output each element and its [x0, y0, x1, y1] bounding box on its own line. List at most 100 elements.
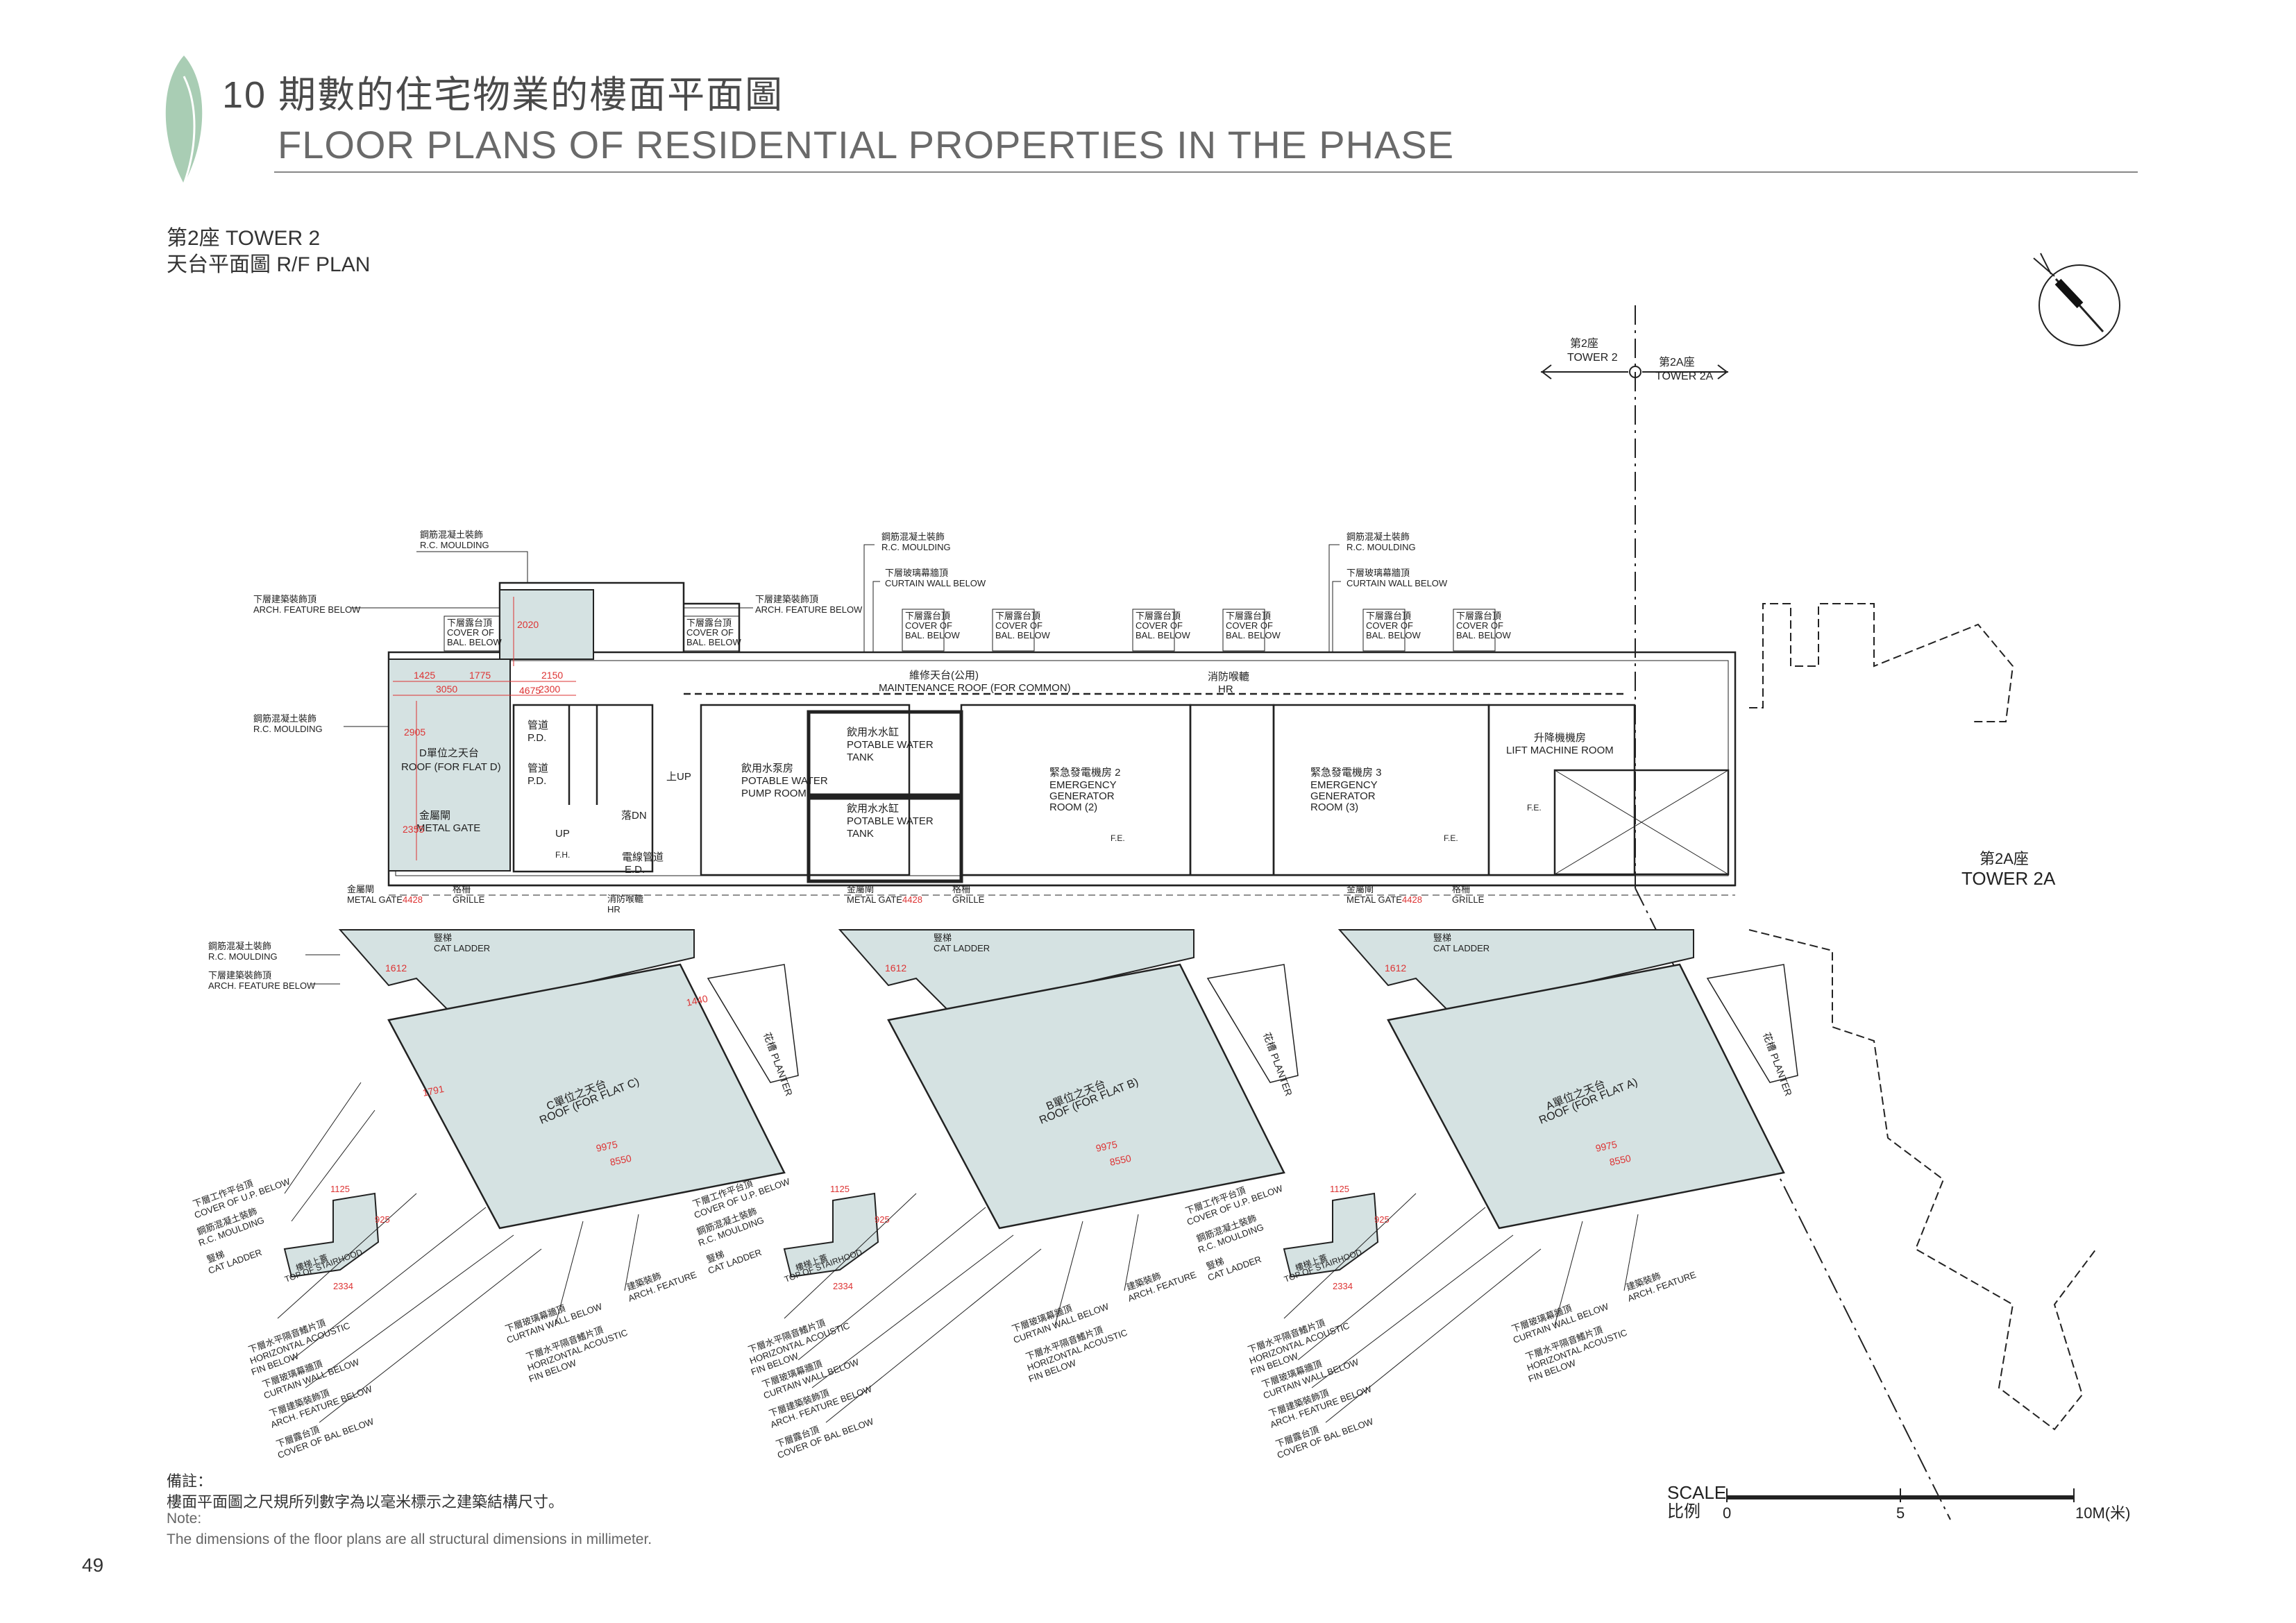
gate-b-en: METAL GATE	[847, 894, 902, 905]
tank1-en2: TANK	[847, 751, 874, 763]
up-label-2: UP	[555, 828, 570, 840]
gen2-en1: EMERGENCY	[1049, 779, 1117, 791]
planter-c: 花槽 PLANTER	[761, 1031, 795, 1098]
arch-top-mid-en: ARCH. FEATURE BELOW	[755, 604, 863, 615]
fh-label: F.H.	[555, 850, 570, 860]
dim-b-925: 925	[875, 1214, 890, 1225]
lift-room-en: LIFT MACHINE ROOM	[1506, 745, 1614, 756]
stairhood-a: 樓梯上蓋 TOP OF STAIRHOOD 1125 925 2334	[1283, 1184, 1389, 1291]
dim-b-1612: 1612	[885, 962, 906, 974]
grille-b-cn: 格柵	[952, 884, 970, 894]
rc-top-right-en: R.C. MOULDING	[1347, 542, 1416, 552]
svg-text:COVER OF: COVER OF	[995, 620, 1043, 631]
top-callouts: 鋼筋混凝土裝飾 R.C. MOULDING 鋼筋混凝土裝飾 R.C. MOULD…	[253, 529, 1448, 734]
scale-label-en: SCALE	[1667, 1482, 1726, 1503]
dim-2150: 2150	[541, 670, 563, 681]
core-building	[387, 581, 1737, 896]
tank1-cn: 飲用水水缸	[847, 726, 899, 738]
cat-a-cn: 豎梯	[1433, 933, 1451, 943]
gate-a-cn: 金屬閘	[1347, 884, 1374, 894]
bal-cover-7: 下層露台頂 COVER OF BAL. BELOW	[1362, 609, 1421, 652]
pump-room-en2: PUMP ROOM	[741, 788, 807, 799]
scale-tick-0: 0	[1723, 1504, 1731, 1522]
gate-b-cn: 金屬閘	[847, 884, 874, 894]
svg-text:COVER OF: COVER OF	[686, 627, 734, 638]
roof-d-cn: D單位之天台	[419, 747, 479, 759]
metal-gate-d-cn: 金屬閘	[419, 810, 450, 822]
grille-a-cn: 格柵	[1452, 884, 1470, 894]
notes-title-en: Note:	[167, 1511, 202, 1527]
svg-text:下層露台頂: 下層露台頂	[447, 618, 492, 628]
section-right-cn: 第2A座	[1659, 356, 1695, 368]
dim-b-1125: 1125	[830, 1184, 850, 1194]
svg-text:下層露台頂: 下層露台頂	[1456, 611, 1501, 621]
gen3-en3: ROOM (3)	[1310, 801, 1358, 813]
cat-c-cn: 豎梯	[434, 933, 452, 943]
planter-a: 花槽 PLANTER	[1761, 1031, 1794, 1098]
dim-c-9975: 9975	[595, 1139, 618, 1154]
unit-roof-c: C單位之天台 ROOF (FOR FLAT C) 花槽 PLANTER 9975…	[338, 929, 799, 1230]
ed-en: E.D.	[625, 864, 645, 876]
hr-top-cn: 消防喉轆	[1208, 671, 1249, 683]
pd1-cn: 管道	[527, 720, 548, 731]
svg-text:下層露台頂: 下層露台頂	[686, 618, 732, 628]
rc-lower-left-en: R.C. MOULDING	[208, 951, 278, 962]
bal-cover-8: 下層露台頂 COVER OF BAL. BELOW	[1453, 609, 1511, 652]
gen2-en3: ROOM (2)	[1049, 801, 1097, 813]
north-arrow-icon	[2033, 253, 2120, 346]
svg-text:BAL. BELOW: BAL. BELOW	[905, 630, 960, 640]
cat-a-en: CAT LADDER	[1433, 943, 1489, 953]
cw-top-right-en: CURTAIN WALL BELOW	[1347, 578, 1448, 588]
title-divider	[274, 171, 2138, 173]
svg-text:COVER OF: COVER OF	[1456, 620, 1503, 631]
arch-lower-left-en: ARCH. FEATURE BELOW	[208, 980, 316, 991]
gen2-cn: 緊急發電機房 2	[1049, 767, 1121, 779]
tank2-en1: POTABLE WATER	[847, 815, 934, 827]
rc-lower-left-cn: 鋼筋混凝土裝飾	[208, 941, 271, 951]
pump-room-en1: POTABLE WATER	[741, 775, 828, 787]
gen3-cn: 緊急發電機房 3	[1310, 767, 1382, 779]
fe-lift: F.E.	[1527, 803, 1542, 813]
dim-a-9975: 9975	[1594, 1139, 1618, 1154]
arch-top-mid-cn: 下層建築裝飾頂	[755, 594, 818, 604]
gen2-en2: GENERATOR	[1049, 790, 1115, 802]
svg-text:BAL. BELOW: BAL. BELOW	[686, 637, 741, 647]
dim-c-2334: 2334	[333, 1281, 353, 1291]
dim-2355: 2355	[403, 824, 424, 835]
pd2-en: P.D.	[527, 775, 546, 787]
rc-top-left-en: R.C. MOULDING	[420, 540, 489, 550]
pd2-cn: 管道	[527, 763, 548, 774]
section-right-en: TOWER 2A	[1655, 371, 1714, 382]
cat-c-en: CAT LADDER	[434, 943, 490, 953]
maint-roof-en: MAINTENANCE ROOF (FOR COMMON)	[879, 682, 1071, 694]
page-title-cn: 10 期數的住宅物業的樓面平面圖	[222, 74, 784, 116]
notes-text-cn: 樓面平面圖之尺規所列數字為以毫米標示之建築結構尺寸。	[167, 1493, 564, 1511]
maint-roof-cn: 維修天台(公用)	[909, 670, 979, 681]
pump-room-cn: 飲用水泵房	[741, 763, 793, 774]
lift-room-cn: 升降機機房	[1534, 732, 1586, 744]
svg-text:COVER OF: COVER OF	[1226, 620, 1273, 631]
up-label-1: 上UP	[666, 771, 691, 783]
roof-d-en: ROOF (FOR FLAT D)	[401, 761, 501, 773]
rc-left-cn: 鋼筋混凝土裝飾	[253, 713, 316, 724]
dim-3050: 3050	[436, 683, 457, 695]
svg-text:BAL. BELOW: BAL. BELOW	[1456, 630, 1511, 640]
tank2-en2: TANK	[847, 828, 874, 840]
tank1-en1: POTABLE WATER	[847, 739, 934, 751]
rc-top-mid-en: R.C. MOULDING	[881, 542, 951, 552]
tower-label: 第2座 TOWER 2	[167, 227, 321, 250]
dim-b-8550: 8550	[1108, 1153, 1132, 1168]
ed-cn: 電線管道	[622, 851, 664, 863]
fe-gen2: F.E.	[1111, 833, 1125, 843]
notes-title-cn: 備註：	[167, 1472, 213, 1490]
cw-top-mid-en: CURTAIN WALL BELOW	[885, 578, 986, 588]
dim-1775: 1775	[469, 670, 491, 681]
svg-text:下層露台頂: 下層露台頂	[1136, 611, 1181, 621]
svg-text:BAL. BELOW: BAL. BELOW	[1136, 630, 1190, 640]
scale-bar: SCALE 比例 0 5 10M(米)	[1667, 1482, 2130, 1522]
svg-text:COVER OF: COVER OF	[447, 627, 494, 638]
arch-top-left-en: ARCH. FEATURE BELOW	[253, 604, 361, 615]
grille-c-en: GRILLE	[453, 894, 485, 905]
cw-top-right-cn: 下層玻璃幕牆頂	[1347, 568, 1410, 578]
